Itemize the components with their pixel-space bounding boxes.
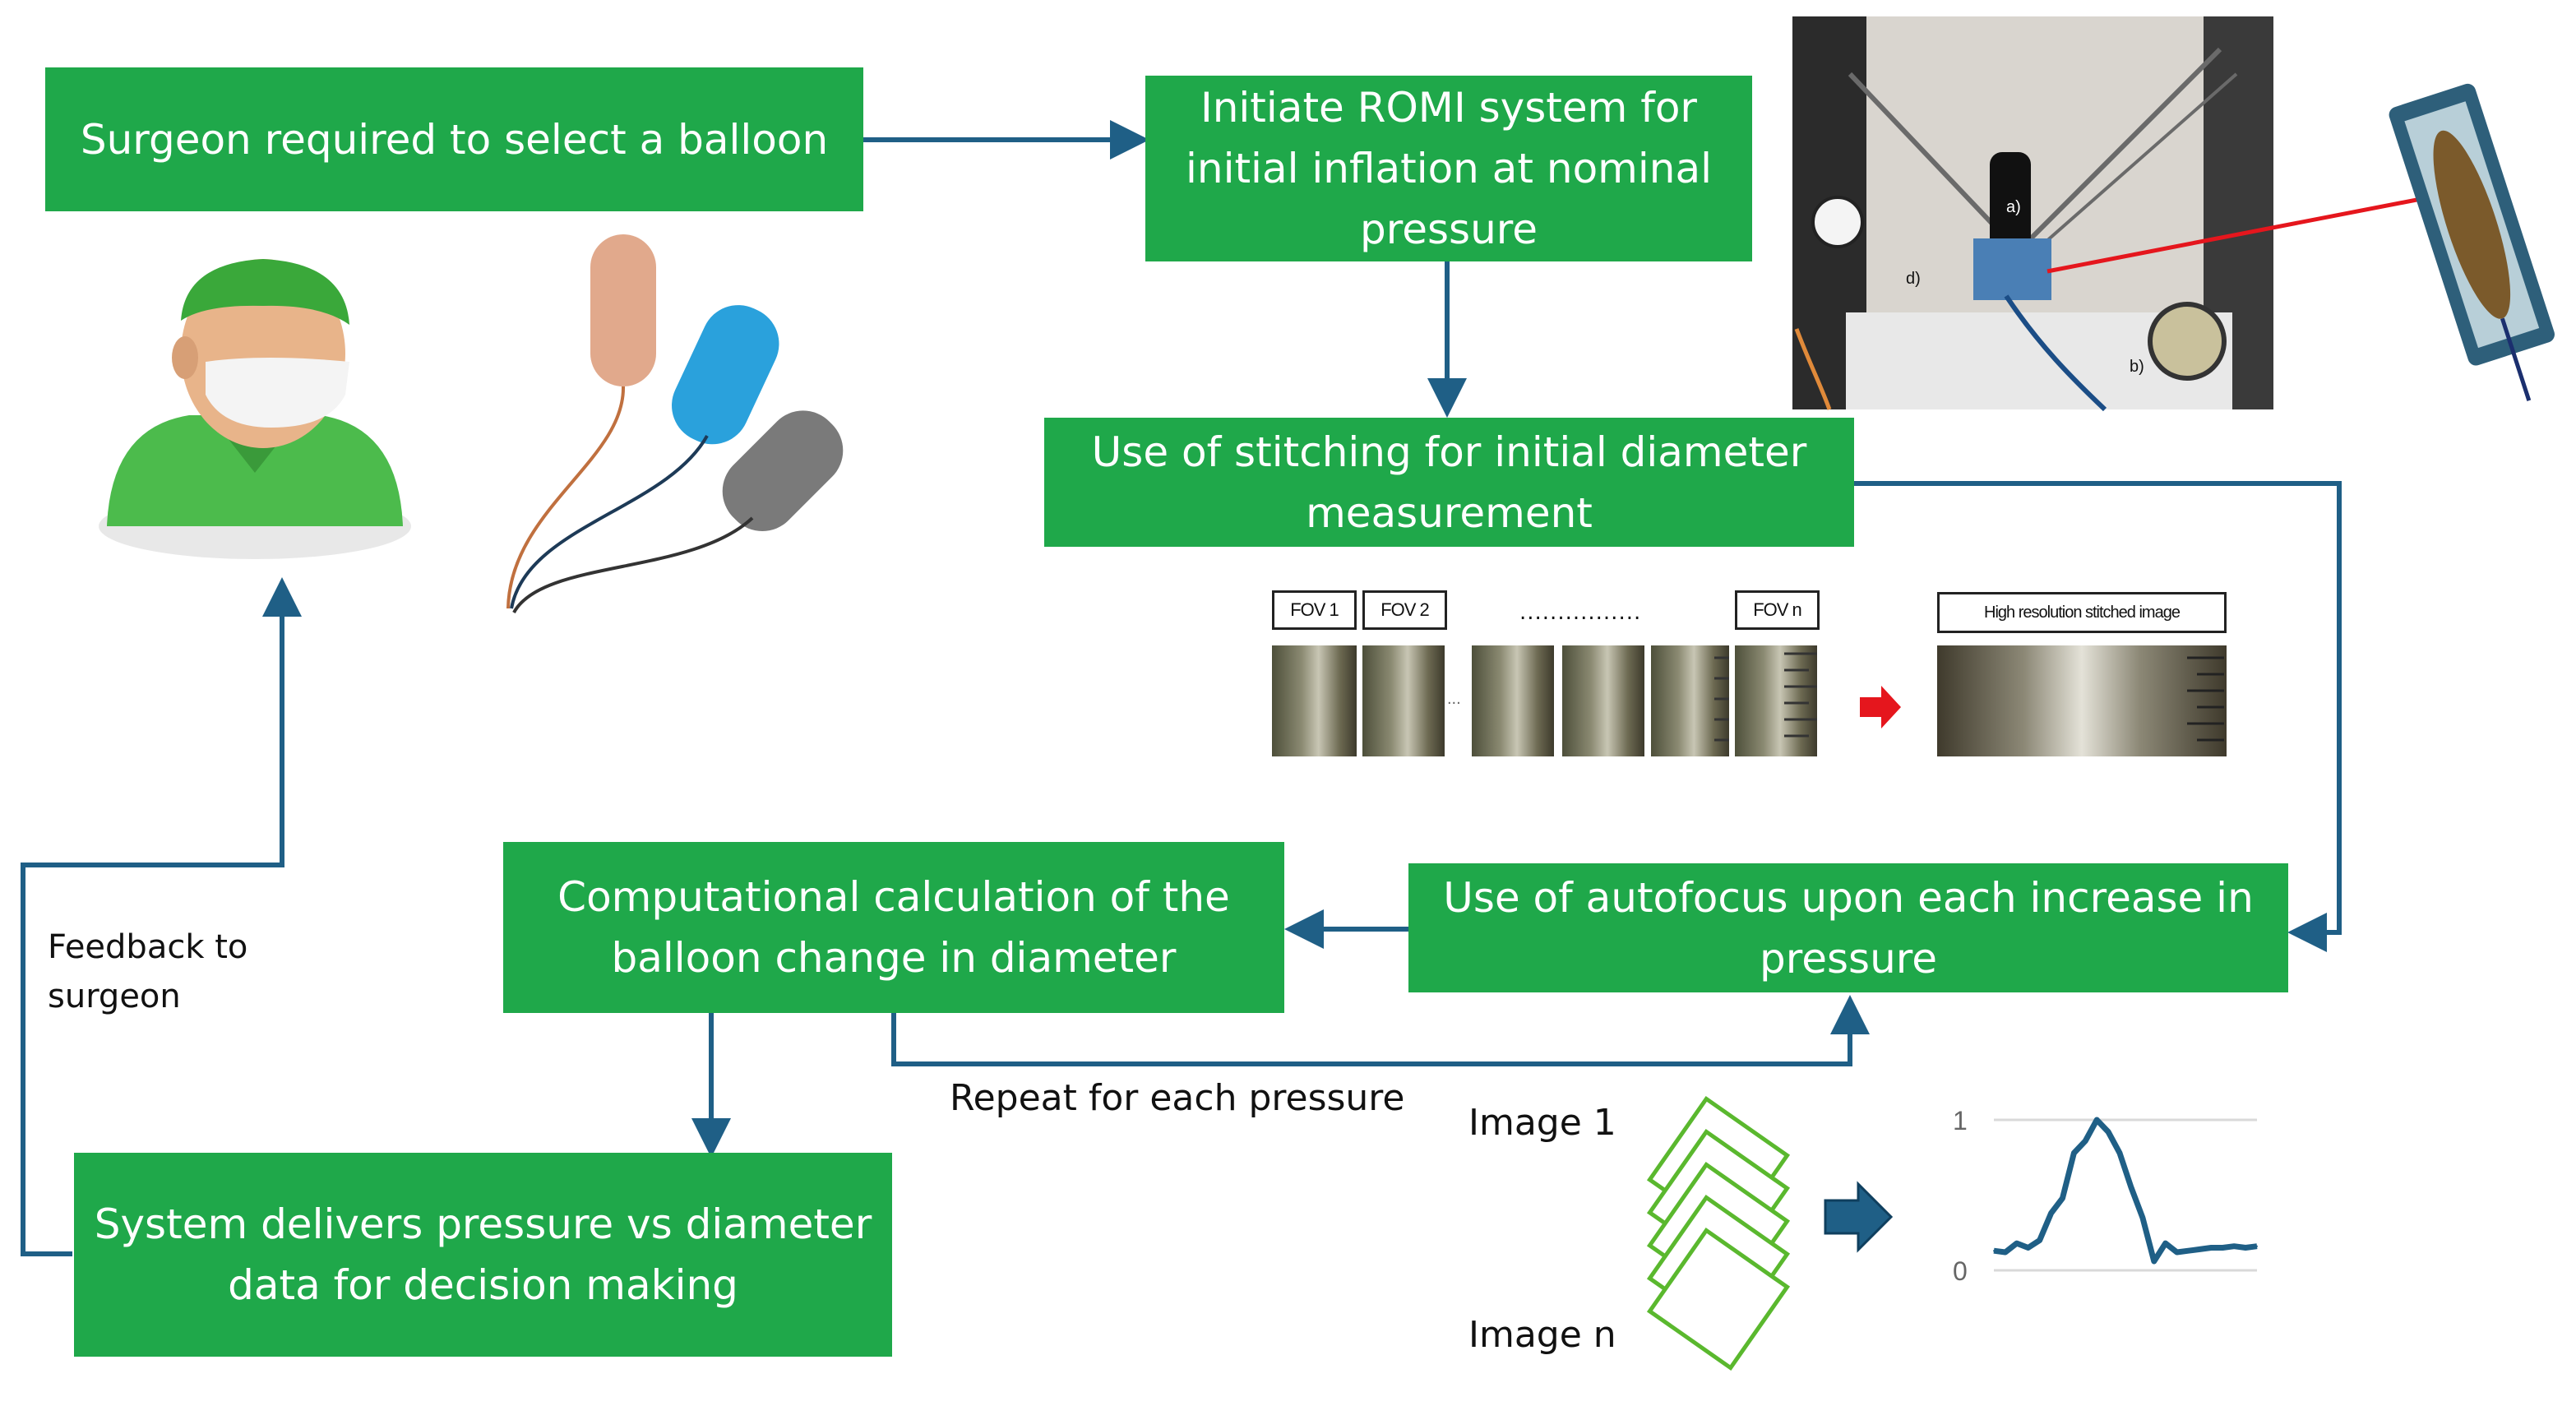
box-stitching-text: Use of stitching for initial diameter me… [1091,428,1807,537]
box-initiate-romi-text: Initiate ROMI system for initial inflati… [1185,84,1712,253]
box-autofocus-text: Use of autofocus upon each increase in p… [1443,873,2254,983]
repeat-label: Repeat for each pressure [950,1077,1405,1119]
box-stitching: Use of stitching for initial diameter me… [1044,418,1854,547]
box-autofocus: Use of autofocus upon each increase in p… [1408,863,2288,992]
fovn-label: FOV n [1735,590,1820,630]
box-delivers: System delivers pressure vs diameter dat… [74,1153,892,1357]
box-initiate-romi: Initiate ROMI system for initial inflati… [1145,76,1752,261]
arrow-feedback-to-surgeon [21,577,302,1256]
box-computational-text: Computational calculation of the balloon… [557,873,1230,982]
feedback-label: Feedback to surgeon [48,928,248,1015]
box-delivers-text: System delivers pressure vs diameter dat… [94,1200,872,1309]
fov2-label: FOV 2 [1362,590,1447,630]
box-computational: Computational calculation of the balloon… [503,842,1284,1013]
fov-dots: ................ [1519,600,1642,625]
arrow-repeat-loop [891,995,1870,1066]
fov1-label: FOV 1 [1272,590,1357,630]
arrow-stitching-to-autofocus [1854,481,2342,952]
stitched-label: High resolution stitched image [1937,592,2227,633]
box-select-balloon: Surgeon required to select a balloon [45,67,863,211]
box-select-balloon-text: Surgeon required to select a balloon [80,115,829,164]
image-last-label: Image n [1468,1314,1616,1356]
image-first-label: Image 1 [1468,1102,1616,1144]
